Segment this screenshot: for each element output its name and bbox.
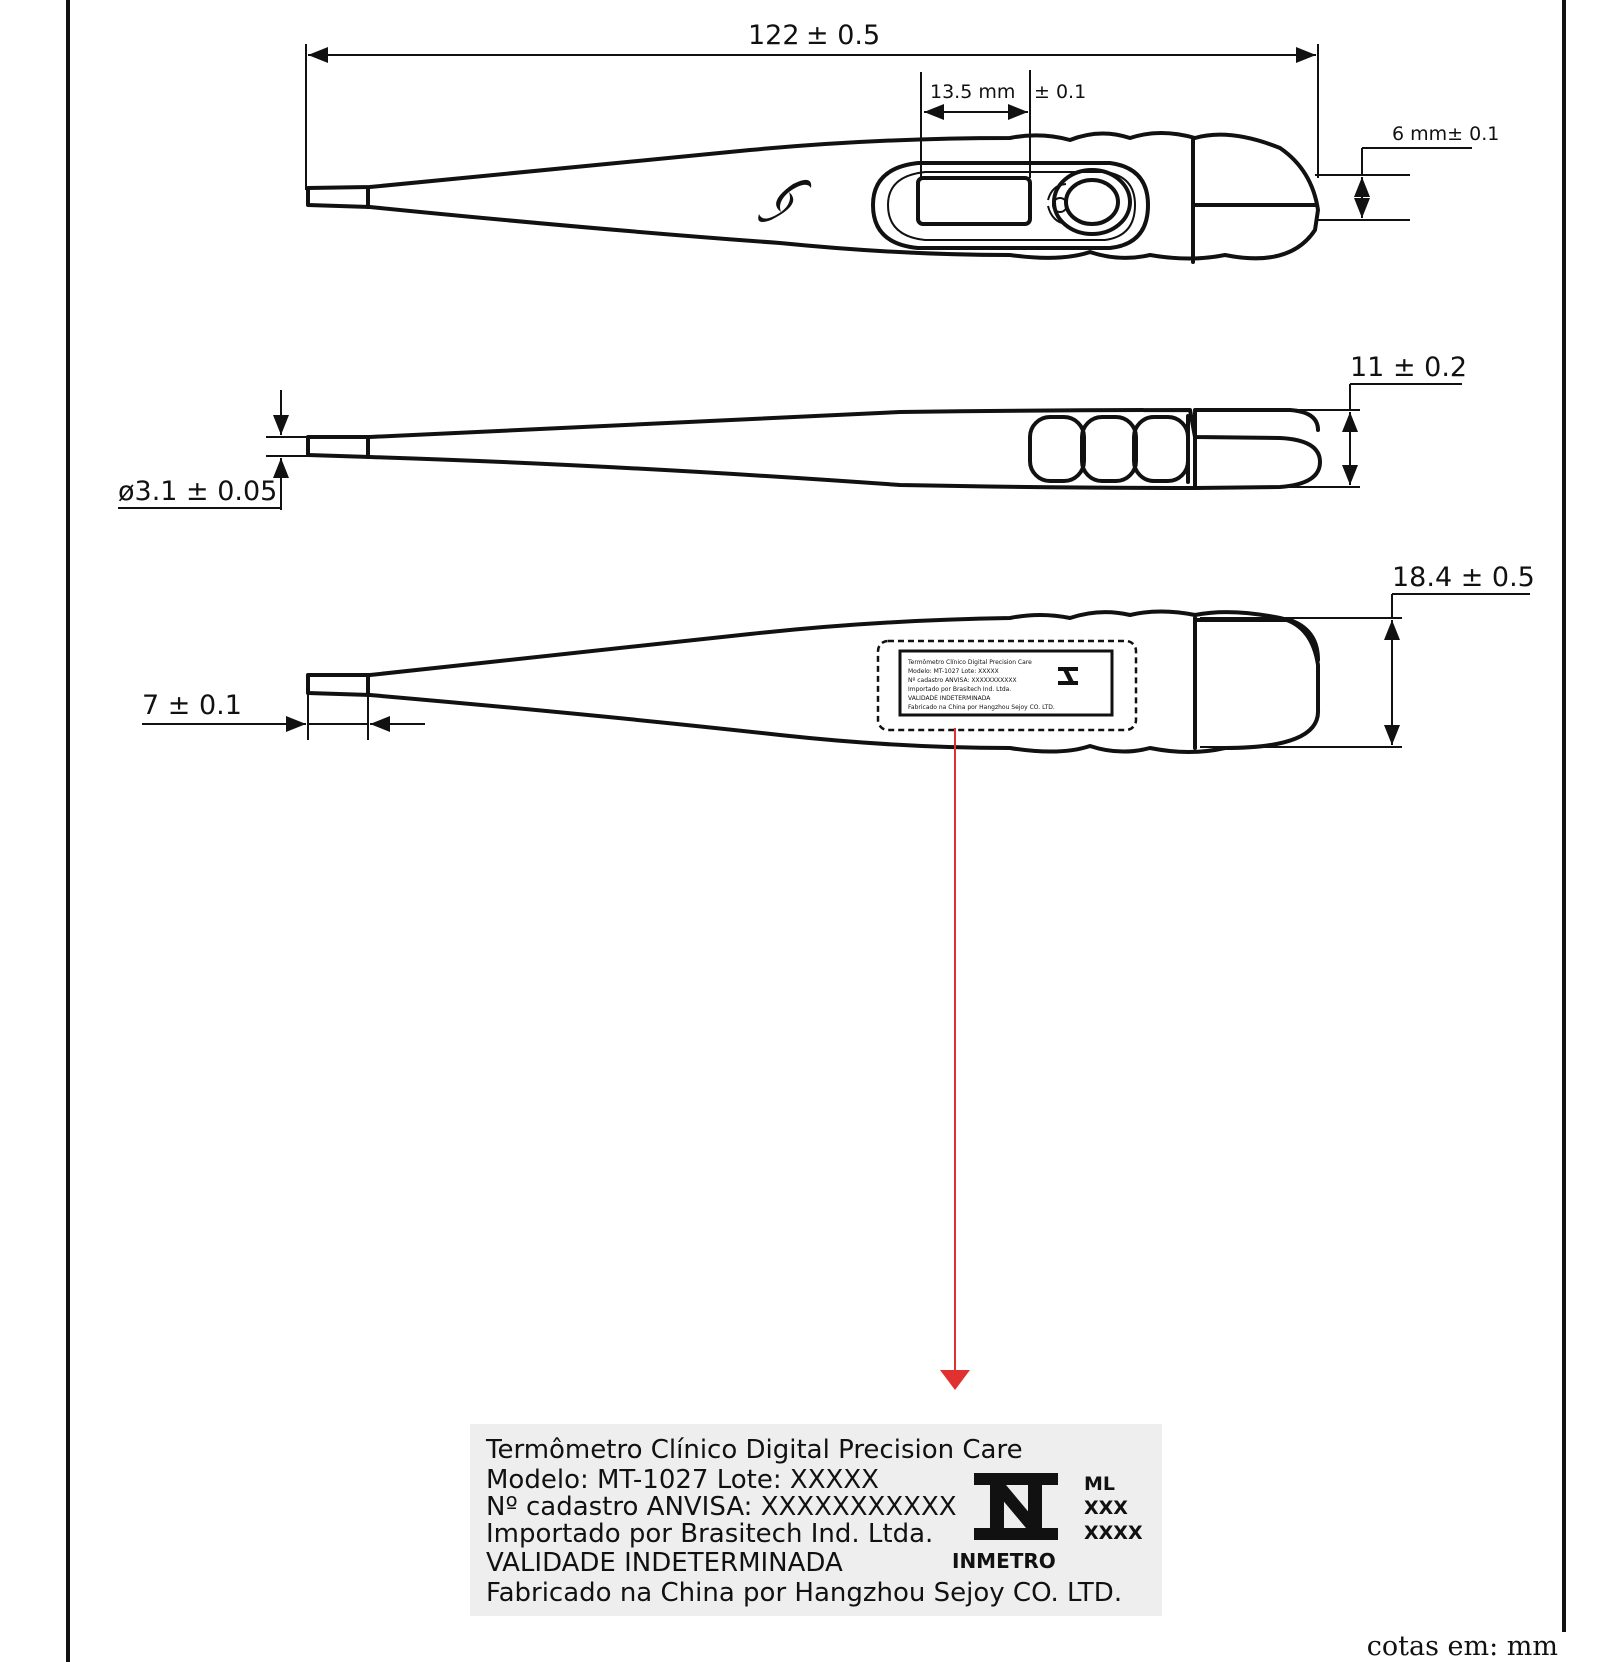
product-label: Termômetro Clínico Digital Precision Car…	[470, 1424, 1162, 1616]
label-code-3: XXXX	[1084, 1522, 1143, 1544]
dim-grip-height	[1200, 383, 1462, 488]
label-miniature: Termômetro Clínico Digital Precision Car…	[907, 659, 1078, 711]
brand-swoosh-icon	[758, 179, 812, 222]
thermometer-top-view	[306, 131, 1320, 264]
dim-probe-diameter	[118, 390, 308, 510]
label-line-2: Modelo: MT-1027 Lote: XXXXX	[486, 1465, 879, 1495]
callout-arrow	[940, 728, 970, 1390]
head-height-value: 18.4 ± 0.5	[1392, 562, 1535, 593]
page-frame	[66, 0, 1566, 1662]
overall-length-value: 122	[748, 20, 800, 51]
svg-text:VALIDADE INDETERMINADA: VALIDADE INDETERMINADA	[908, 695, 991, 702]
svg-text:Nº cadastro ANVISA: XXXXXXXXXX: Nº cadastro ANVISA: XXXXXXXXXXX	[908, 677, 1017, 684]
svg-text:Modelo: MT-1027 Lote: XXXXX: Modelo: MT-1027 Lote: XXXXX	[908, 668, 999, 675]
probe-diameter-value: ø3.1 ± 0.05	[118, 476, 277, 507]
dim-tip-length	[142, 678, 425, 740]
label-line-5: VALIDADE INDETERMINADA	[486, 1548, 843, 1578]
dim-tip-thickness	[1315, 147, 1472, 221]
dim-head-height	[1200, 593, 1530, 748]
dim-display-width	[920, 70, 1031, 178]
overall-length-tol: ± 0.5	[806, 20, 880, 51]
dim-overall-length	[305, 44, 1319, 190]
inmetro-logo-icon	[974, 1473, 1058, 1540]
units-note: cotas em: mm	[1367, 1631, 1558, 1662]
label-code-1: ML	[1084, 1473, 1115, 1495]
label-line-6: Fabricado na China por Hangzhou Sejoy CO…	[486, 1578, 1122, 1608]
display-width-value: 13.5 mm	[930, 81, 1015, 103]
svg-text:Importado por Brasitech Ind. L: Importado por Brasitech Ind. Ltda.	[908, 686, 1011, 693]
svg-text:Termômetro Clínico Digital Pre: Termômetro Clínico Digital Precision Car…	[907, 659, 1032, 666]
svg-text:Fabricado na China por Hangzho: Fabricado na China por Hangzhou Sejoy CO…	[908, 704, 1055, 711]
label-code-2: XXX	[1084, 1497, 1128, 1519]
display-width-tol: ± 0.1	[1034, 81, 1086, 103]
tip-thickness-value: 6 mm± 0.1	[1392, 123, 1499, 145]
thermometer-side-view	[306, 408, 1322, 490]
tip-length-value: 7 ± 0.1	[142, 690, 242, 721]
label-line-3: Nº cadastro ANVISA: XXXXXXXXXXX	[486, 1492, 957, 1522]
grip-height-value: 11 ± 0.2	[1350, 352, 1467, 383]
label-line-1: Termômetro Clínico Digital Precision Car…	[485, 1435, 1023, 1465]
inmetro-text: INMETRO	[952, 1549, 1056, 1573]
label-line-4: Importado por Brasitech Ind. Ltda.	[486, 1519, 933, 1549]
thermometer-bottom-view	[306, 609, 1321, 754]
